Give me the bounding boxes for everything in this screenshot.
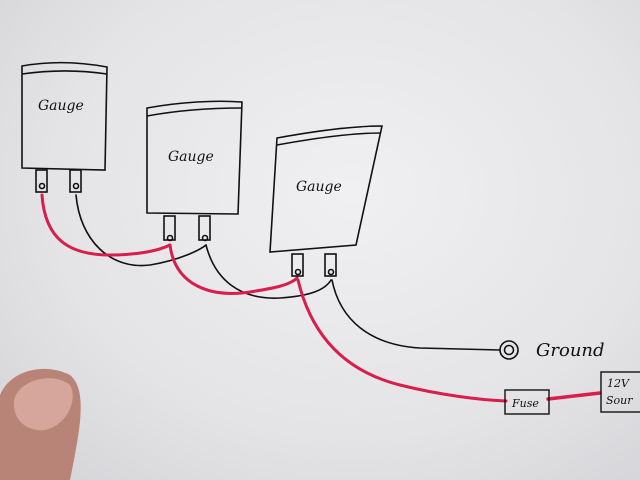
gauge-3 bbox=[269, 125, 383, 277]
gauge-1 bbox=[21, 61, 108, 193]
gauge-2 bbox=[146, 100, 243, 242]
power-wire-3 bbox=[296, 278, 508, 403]
power-wire-4 bbox=[546, 391, 602, 401]
ground-terminal-icon bbox=[499, 340, 519, 360]
power-wire-2 bbox=[168, 243, 299, 295]
fuse-box bbox=[504, 389, 550, 415]
source-box bbox=[600, 371, 640, 413]
gauge-1-label: Gauge bbox=[38, 98, 84, 114]
ground-wire-2 bbox=[205, 244, 332, 299]
finger bbox=[0, 368, 81, 480]
ground-wire-3 bbox=[331, 279, 501, 351]
source-label-line1: 12V bbox=[607, 377, 630, 390]
gauge-3-label: Gauge bbox=[296, 179, 342, 195]
power-wire-1 bbox=[40, 193, 172, 257]
source-label-line2: Sour bbox=[606, 394, 633, 407]
ground-label: Ground bbox=[536, 340, 605, 361]
fuse-label: Fuse bbox=[511, 397, 539, 410]
gauge-2-label: Gauge bbox=[168, 149, 214, 165]
ground-wire-1 bbox=[75, 194, 207, 267]
